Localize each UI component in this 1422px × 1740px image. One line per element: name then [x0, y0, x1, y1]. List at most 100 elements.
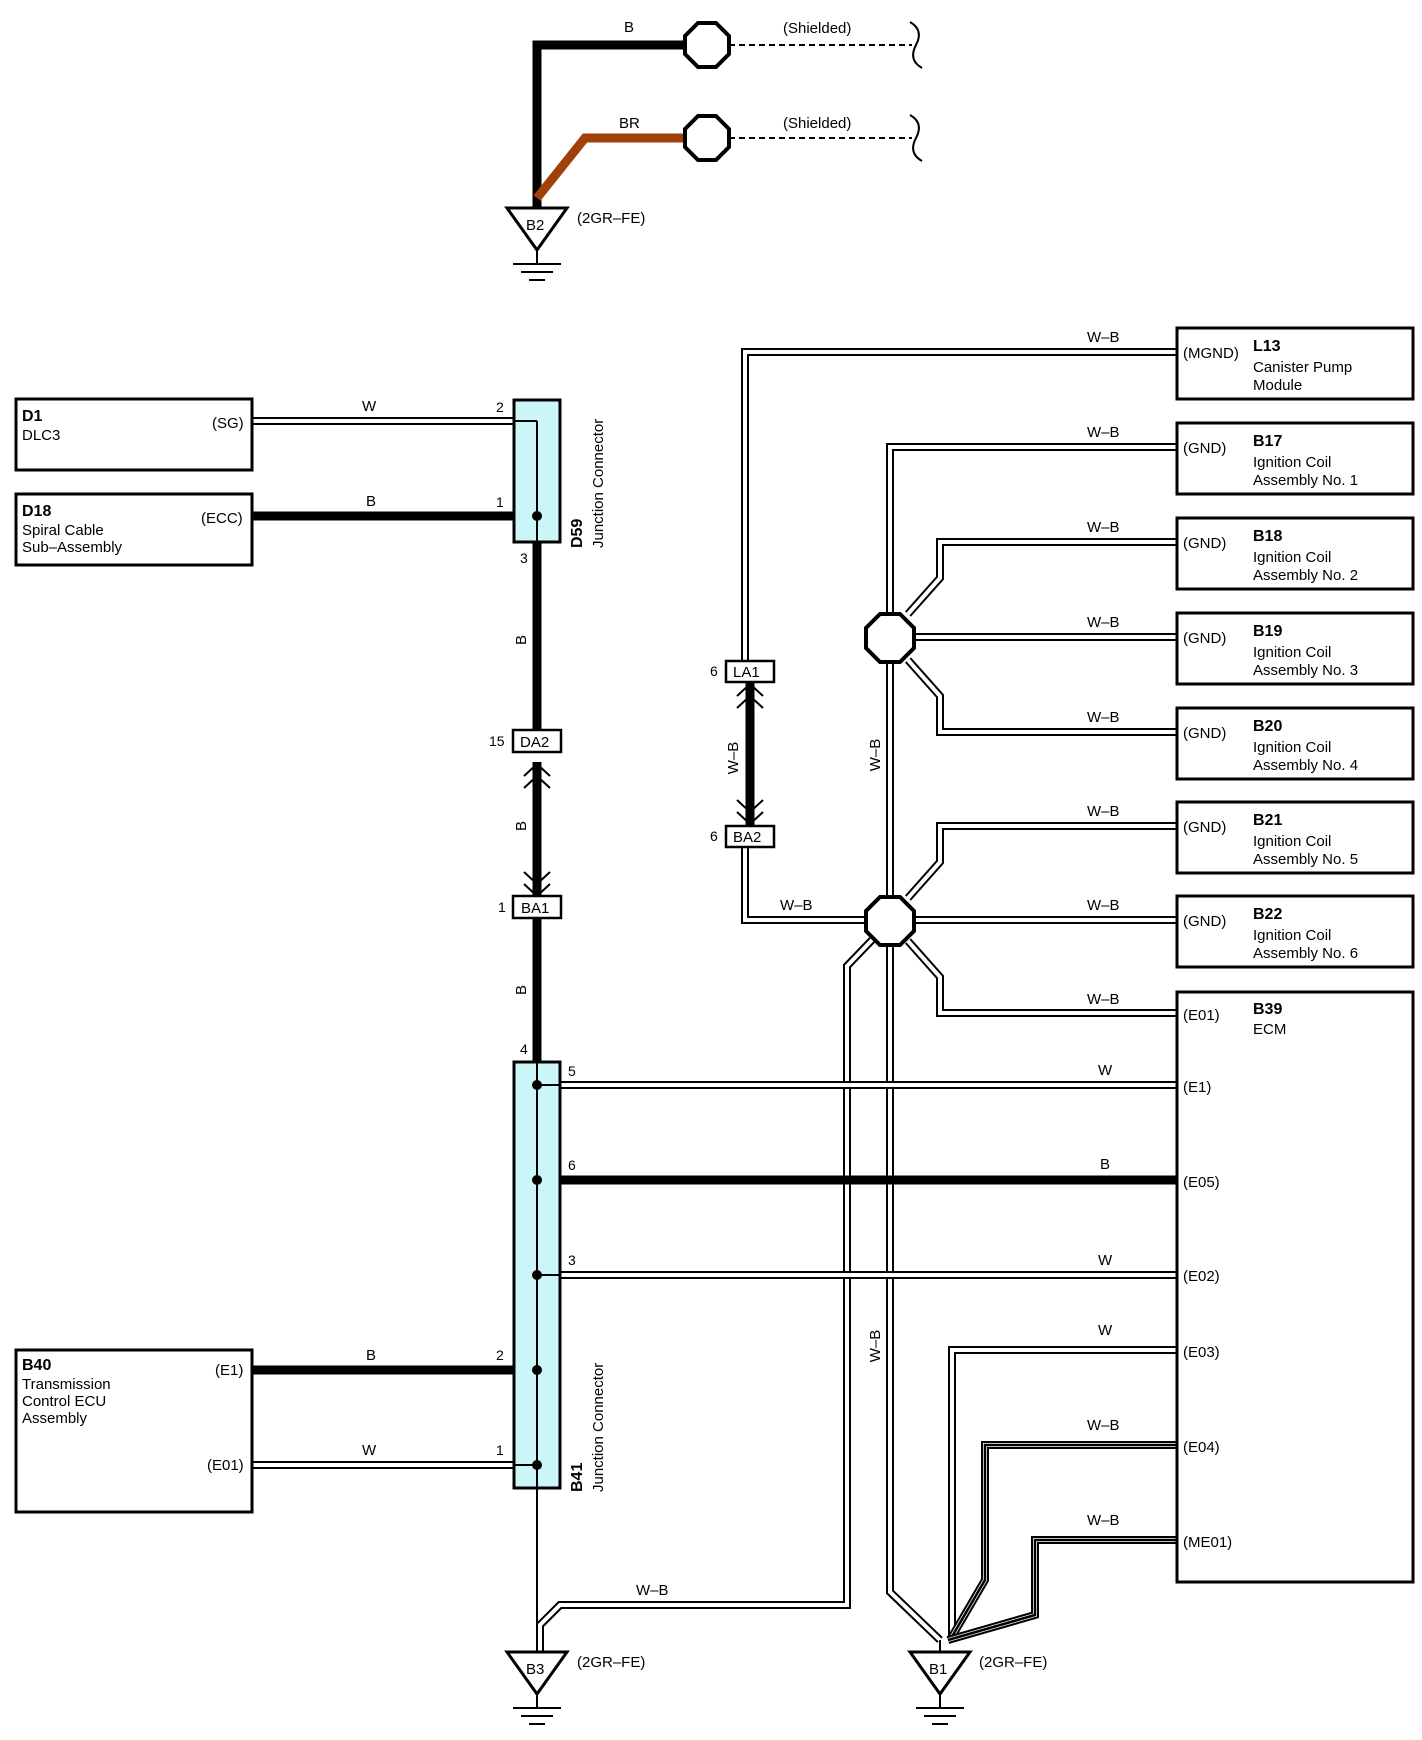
- ecm-wire-e03: W: [1098, 1322, 1113, 1339]
- wire-label-trunk-lower: W–B: [867, 1330, 884, 1363]
- connector-la1-id: LA1: [733, 664, 760, 681]
- splice-upper: [864, 612, 916, 664]
- b17-name-1: Ignition Coil: [1253, 454, 1331, 471]
- d59-pin-1: 1: [496, 494, 504, 510]
- b22-name-1: Ignition Coil: [1253, 927, 1331, 944]
- connector-ba1: [511, 894, 563, 920]
- ecm-terminal-e05: (E05): [1183, 1174, 1220, 1191]
- component-b19: B19 Ignition Coil Assembly No. 3 (GND) W…: [1087, 611, 1415, 686]
- shield-splice-2: [683, 114, 731, 162]
- component-b21: B21 Ignition Coil Assembly No. 5 (GND) W…: [1087, 800, 1415, 875]
- b20-name-2: Assembly No. 4: [1253, 757, 1358, 774]
- l13-code: L13: [1253, 338, 1281, 355]
- wire-label-center-1: B: [513, 635, 530, 645]
- connector-la1: [724, 659, 776, 684]
- d59-code: D59: [569, 519, 586, 548]
- b18-wire: W–B: [1087, 519, 1120, 536]
- b20-name-1: Ignition Coil: [1253, 739, 1331, 756]
- connector-ba2: [724, 824, 776, 849]
- ecm-terminal-e01: (E01): [1183, 1007, 1220, 1024]
- shield-label-2: (Shielded): [783, 115, 851, 132]
- b19-code: B19: [1253, 623, 1282, 640]
- b18-name-1: Ignition Coil: [1253, 549, 1331, 566]
- connector-la1-pin: 6: [710, 663, 718, 679]
- shield-break-1: [909, 21, 923, 69]
- wire-label-d18: B: [366, 493, 376, 510]
- ground-b1-engine: (2GR–FE): [979, 1654, 1047, 1671]
- wire-label-la-vertical: W–B: [725, 742, 742, 775]
- ground-b3-engine: (2GR–FE): [577, 1654, 645, 1671]
- d59-name: Junction Connector: [590, 419, 607, 548]
- shield-label-1: (Shielded): [783, 20, 851, 37]
- wire-label-trunk-upper: W–B: [867, 739, 884, 772]
- b21-code: B21: [1253, 812, 1282, 829]
- b41-pin-6: 6: [568, 1157, 576, 1173]
- wire-label-b40-e1: B: [366, 1347, 376, 1364]
- component-b40: B40 Transmission Control ECU Assembly (E…: [14, 1348, 254, 1514]
- component-b18: B18 Ignition Coil Assembly No. 2 (GND) W…: [1087, 516, 1415, 591]
- b22-code: B22: [1253, 906, 1282, 923]
- ground-b1: B1 (2GR–FE): [907, 1650, 1047, 1725]
- d18-code: D18: [22, 503, 51, 520]
- b21-terminal: (GND): [1183, 819, 1226, 836]
- b40-terminal-e1: (E1): [215, 1362, 243, 1379]
- b19-name-1: Ignition Coil: [1253, 644, 1331, 661]
- b17-terminal: (GND): [1183, 440, 1226, 457]
- b40-name-2: Control ECU: [22, 1393, 106, 1410]
- wire-label-d1: W: [362, 398, 377, 415]
- shield-break-2: [909, 114, 923, 162]
- connector-da2: [511, 728, 563, 754]
- b18-terminal: (GND): [1183, 535, 1226, 552]
- ecm-wire-e02: W: [1098, 1252, 1113, 1269]
- wire-label-center-2: B: [513, 821, 530, 831]
- b21-name-1: Ignition Coil: [1253, 833, 1331, 850]
- wire-label-b40-e01: W: [362, 1442, 377, 1459]
- d1-code: D1: [22, 408, 43, 425]
- wire-b-top: [532, 40, 688, 222]
- d59-pin-2: 2: [496, 399, 504, 415]
- connector-ba2-id: BA2: [733, 829, 761, 846]
- component-b22: B22 Ignition Coil Assembly No. 6 (GND) W…: [1087, 894, 1415, 969]
- component-d1: D1 DLC3 (SG): [14, 397, 254, 472]
- wire-label-center-3: B: [513, 985, 530, 995]
- wire-label-br-top: BR: [619, 115, 640, 132]
- ecm-wire-e04: W–B: [1087, 1417, 1120, 1434]
- b41-pin-5: 5: [568, 1063, 576, 1079]
- ground-b1-id: B1: [929, 1661, 947, 1678]
- ground-b3-id: B3: [526, 1661, 544, 1678]
- right-harness: [536, 348, 1177, 1652]
- b20-code: B20: [1253, 718, 1282, 735]
- b22-terminal: (GND): [1183, 913, 1226, 930]
- b17-wire: W–B: [1087, 424, 1120, 441]
- top-ground-section: B BR (Shielded) (Shielded) B2 (2GR–FE): [504, 19, 923, 281]
- ecm-terminal-e1: (E1): [1183, 1079, 1211, 1096]
- shield-splice-1: [683, 21, 731, 69]
- ground-b1-symbol: [907, 1650, 973, 1697]
- b22-wire: W–B: [1087, 897, 1120, 914]
- l13-wire: W–B: [1087, 329, 1120, 346]
- b41-pin-3: 3: [568, 1252, 576, 1268]
- b40-name-1: Transmission: [22, 1376, 111, 1393]
- ground-b2-id: B2: [526, 217, 544, 234]
- d1-name: DLC3: [22, 427, 60, 444]
- b41-pin-1: 1: [496, 1442, 504, 1458]
- ecm-terminal-e03: (E03): [1183, 1344, 1220, 1361]
- wire-label-ba2-to-splice: W–B: [780, 897, 813, 914]
- ecm-terminal-me01: (ME01): [1183, 1534, 1232, 1551]
- component-l13: L13 Canister Pump Module (MGND) W–B: [1087, 326, 1415, 401]
- b20-wire: W–B: [1087, 709, 1120, 726]
- connector-ba1-id: BA1: [521, 900, 549, 917]
- b40-terminal-e01: (E01): [207, 1457, 244, 1474]
- wire-label-b3: W–B: [636, 1582, 669, 1599]
- ecm-wire-e05: B: [1100, 1156, 1110, 1173]
- b19-terminal: (GND): [1183, 630, 1226, 647]
- d18-name-1: Spiral Cable: [22, 522, 104, 539]
- connector-ba1-pin: 1: [498, 899, 506, 915]
- b21-wire: W–B: [1087, 803, 1120, 820]
- wire-br-top: [533, 133, 688, 201]
- junction-connector-b41: 4 5 6 3 2 1 B41 Junction Connector: [496, 1041, 607, 1492]
- b41-pin-2: 2: [496, 1347, 504, 1363]
- b19-wire: W–B: [1087, 614, 1120, 631]
- connector-da2-id: DA2: [520, 734, 549, 751]
